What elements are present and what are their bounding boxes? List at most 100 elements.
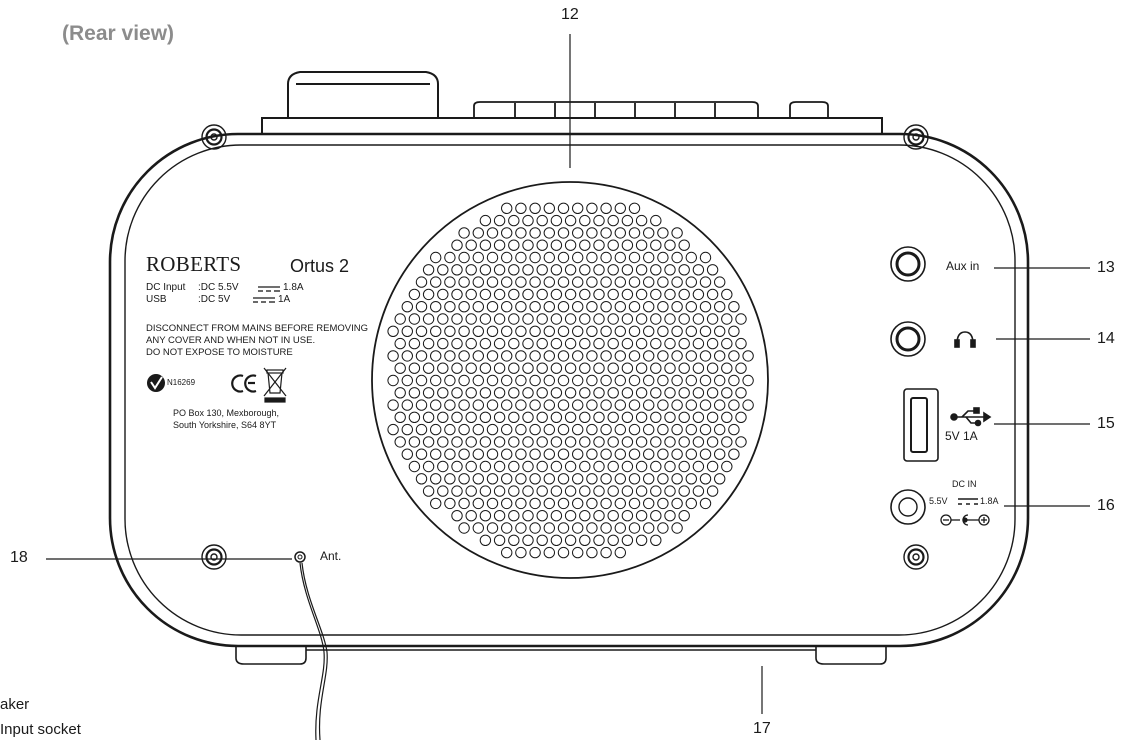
speaker-hole <box>628 522 641 534</box>
speaker-hole <box>394 337 406 350</box>
speaker-hole <box>572 227 584 239</box>
screw <box>903 544 929 570</box>
speaker-hole <box>572 301 584 313</box>
speaker-hole <box>444 276 456 288</box>
speaker-hole <box>493 239 506 251</box>
speaker-hole <box>607 510 619 522</box>
speaker-hole <box>444 374 456 387</box>
speaker-hole <box>472 522 484 534</box>
speaker-hole <box>515 325 527 337</box>
speaker-hole <box>515 546 527 559</box>
speaker-hole <box>706 436 719 448</box>
speaker-hole <box>501 374 513 387</box>
speaker-hole <box>572 448 584 460</box>
screw-set <box>201 124 929 570</box>
speaker-hole <box>714 276 726 288</box>
speaker-hole <box>564 362 577 374</box>
speaker-hole <box>614 473 626 485</box>
speaker-hole <box>479 313 492 325</box>
speaker-hole <box>650 436 662 448</box>
speaker-hole <box>579 436 591 448</box>
speaker-hole <box>685 497 697 510</box>
speaker-hole <box>387 325 399 337</box>
speaker-hole <box>451 460 463 473</box>
speaker-hole <box>529 399 541 411</box>
speaker-hole <box>614 301 626 313</box>
speaker-hole <box>614 325 626 337</box>
speaker-hole <box>685 276 697 288</box>
speaker-hole <box>586 423 598 436</box>
speaker-hole <box>685 473 697 485</box>
speaker-hole <box>437 264 449 276</box>
speaker-hole <box>515 473 527 485</box>
speaker-hole <box>536 214 548 227</box>
speaker-hole <box>657 251 669 264</box>
speaker-hole <box>493 337 506 350</box>
speaker-hole <box>593 337 605 350</box>
speaker-hole <box>714 448 726 460</box>
speaker-hole <box>664 313 676 325</box>
speaker-hole <box>408 337 421 350</box>
speaker-hole <box>515 301 527 313</box>
speaker-hole <box>714 301 726 313</box>
speaker-grille <box>371 181 769 579</box>
speaker-hole <box>664 387 676 399</box>
speaker-hole <box>408 288 421 301</box>
speaker-hole <box>572 399 584 411</box>
speaker-hole <box>678 313 690 325</box>
speaker-hole <box>635 214 648 227</box>
speaker-hole <box>472 325 484 337</box>
weee-bin-icon <box>263 367 287 403</box>
speaker-hole <box>422 288 435 301</box>
speaker-hole <box>501 227 513 239</box>
speaker-hole <box>472 473 484 485</box>
speaker-hole <box>728 399 740 411</box>
speaker-hole <box>529 325 541 337</box>
address-line-1: PO Box 130, Mexborough, <box>173 408 280 418</box>
speaker-hole <box>430 325 442 337</box>
speaker-hole <box>657 497 669 510</box>
speaker-hole <box>664 436 676 448</box>
usb-icon <box>950 407 992 427</box>
spec-dc-symbols <box>253 286 280 303</box>
legend-line-2: Input socket <box>0 721 81 738</box>
speaker-hole <box>550 436 563 448</box>
speaker-hole <box>635 485 648 497</box>
speaker-hole <box>692 313 705 325</box>
speaker-hole <box>678 411 690 423</box>
speaker-hole <box>479 485 492 497</box>
speaker-hole <box>564 313 577 325</box>
dc-in-socket <box>890 489 926 525</box>
speaker-hole <box>699 301 712 313</box>
speaker-hole <box>486 251 499 264</box>
speaker-hole <box>671 448 683 460</box>
speaker-hole <box>600 448 612 460</box>
speaker-hole <box>614 546 626 559</box>
speaker-hole <box>387 423 399 436</box>
speaker-hole <box>657 473 669 485</box>
speaker-hole <box>614 202 626 215</box>
speaker-hole <box>479 534 492 546</box>
speaker-hole <box>515 350 527 362</box>
speaker-hole <box>529 497 541 510</box>
speaker-hole <box>451 264 463 276</box>
spec-dc-input-key: DC Input <box>146 282 186 293</box>
speaker-hole <box>508 337 520 350</box>
speaker-hole <box>586 546 598 559</box>
speaker-hole <box>657 522 669 534</box>
speaker-hole <box>735 411 747 423</box>
speaker-hole <box>493 264 506 276</box>
speaker-hole <box>664 362 676 374</box>
speaker-hole <box>586 497 598 510</box>
speaker-hole <box>557 399 570 411</box>
speaker-hole <box>635 362 648 374</box>
speaker-hole <box>685 325 697 337</box>
speaker-hole <box>671 350 683 362</box>
speaker-hole <box>685 301 697 313</box>
speaker-hole <box>621 288 634 301</box>
speaker-hole <box>678 387 690 399</box>
speaker-hole <box>422 411 435 423</box>
speaker-hole <box>593 460 605 473</box>
speaker-hole <box>593 485 605 497</box>
speaker-hole <box>508 510 520 522</box>
